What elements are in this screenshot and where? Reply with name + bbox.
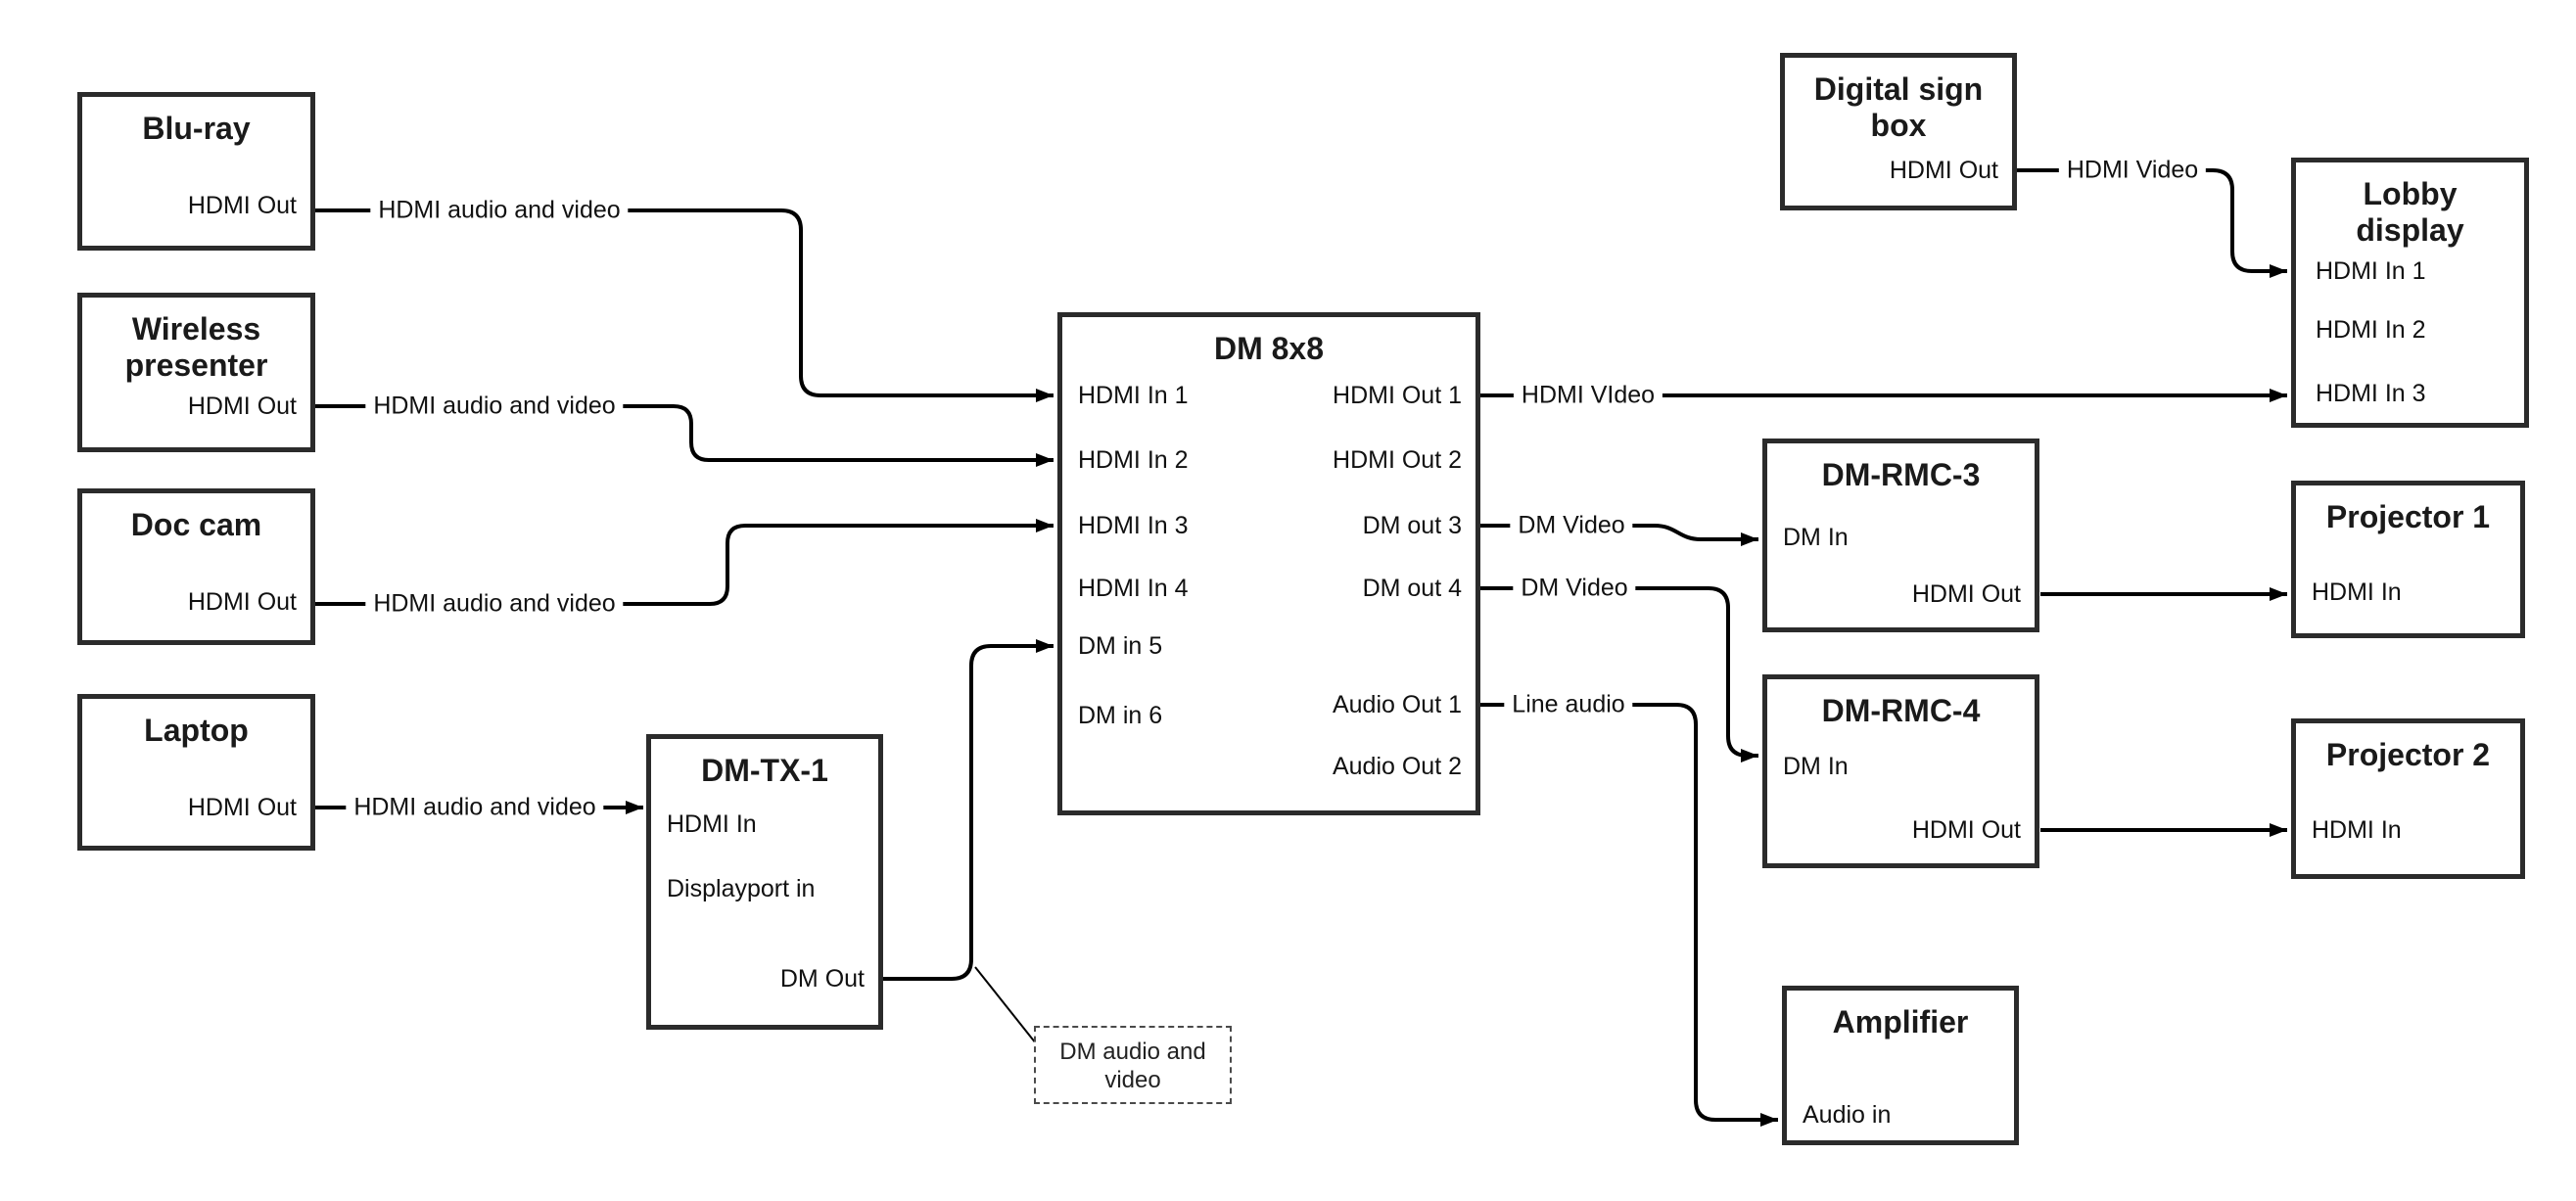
port-rmc3-hdmi-out: HDMI Out <box>1911 580 2021 608</box>
edge-label-dm-video-out3[interactable]: DM Video <box>1510 510 1633 541</box>
edge-doccam-to-dm8x8-in3[interactable] <box>315 519 1054 606</box>
node-projector-1[interactable]: Projector 1 HDMI In <box>2291 481 2525 638</box>
node-dm-rmc-4[interactable]: DM-RMC-4 DM In HDMI Out <box>1762 674 2039 868</box>
node-wireless-presenter[interactable]: Wireless presenter HDMI Out <box>77 293 315 452</box>
node-title: Lobby display <box>2356 176 2464 248</box>
edge-dmtx1-to-dm8x8-dmin5[interactable] <box>881 639 1054 981</box>
port-bluray-hdmi-out: HDMI Out <box>187 192 297 219</box>
node-title: Doc cam <box>130 507 262 542</box>
edge-bluray-to-dm8x8-in1[interactable] <box>315 208 1054 402</box>
port-laptop-hdmi-out: HDMI Out <box>187 794 297 821</box>
edge-wireless-to-dm8x8-in2[interactable] <box>315 404 1054 467</box>
node-title: Projector 2 <box>2325 737 2491 772</box>
node-lobby-display[interactable]: Lobby display HDMI In 1 HDMI In 2 HDMI I… <box>2291 158 2529 428</box>
node-title: DM 8x8 <box>1213 331 1325 366</box>
port-dm8x8-hdmi-in-3: HDMI In 3 <box>1078 512 1189 539</box>
port-dm8x8-hdmi-in-4: HDMI In 4 <box>1078 575 1189 602</box>
node-title: Laptop <box>144 713 249 748</box>
port-signbox-hdmi-out: HDMI Out <box>1889 157 1998 184</box>
note-leader-line <box>974 966 1037 1044</box>
port-amp-audio-in: Audio in <box>1803 1101 1892 1129</box>
port-dm8x8-hdmi-out-1: HDMI Out 1 <box>1333 382 1462 409</box>
node-laptop[interactable]: Laptop HDMI Out <box>77 694 315 851</box>
port-dm8x8-dm-in-6: DM in 6 <box>1078 702 1163 729</box>
edge-dm8x8-out3-to-rmc3[interactable] <box>1480 524 1758 546</box>
port-proj2-hdmi-in: HDMI In <box>2312 816 2402 844</box>
node-title: Digital sign box <box>1813 71 1984 143</box>
node-dm-tx-1[interactable]: DM-TX-1 HDMI In Displayport in DM Out <box>646 734 883 1030</box>
port-lobby-hdmi-in-1: HDMI In 1 <box>2316 257 2426 285</box>
node-title: Blu-ray <box>142 111 251 146</box>
node-title: Projector 1 <box>2325 499 2491 534</box>
port-rmc3-dm-in: DM In <box>1783 524 1849 551</box>
port-dm8x8-audio-out-1: Audio Out 1 <box>1332 691 1462 718</box>
edge-signbox-to-lobby-in1[interactable] <box>2017 168 2287 278</box>
node-title: Amplifier <box>1832 1004 1969 1039</box>
edge-dm8x8-out4-to-rmc4[interactable] <box>1480 586 1758 762</box>
node-digital-sign-box[interactable]: Digital sign box HDMI Out <box>1780 53 2017 210</box>
port-dm8x8-hdmi-out-2: HDMI Out 2 <box>1333 446 1462 474</box>
node-dm-8x8[interactable]: DM 8x8 HDMI In 1 HDMI In 2 HDMI In 3 HDM… <box>1057 312 1480 815</box>
port-lobby-hdmi-in-3: HDMI In 3 <box>2316 380 2426 407</box>
node-bluray[interactable]: Blu-ray HDMI Out <box>77 92 315 251</box>
port-lobby-hdmi-in-2: HDMI In 2 <box>2316 316 2426 344</box>
edge-label-hdmi-audio-video-doccam[interactable]: HDMI audio and video <box>365 588 624 620</box>
node-title: DM-TX-1 <box>701 753 828 788</box>
port-doccam-hdmi-out: HDMI Out <box>187 588 297 616</box>
edge-label-hdmi-audio-video-laptop[interactable]: HDMI audio and video <box>346 792 604 823</box>
port-rmc4-hdmi-out: HDMI Out <box>1911 816 2021 844</box>
note-text: DM audio and video <box>1059 1039 1206 1093</box>
port-wireless-hdmi-out: HDMI Out <box>187 393 297 420</box>
node-doc-cam[interactable]: Doc cam HDMI Out <box>77 488 315 645</box>
note-dm-audio-and-video[interactable]: DM audio and video <box>1034 1026 1232 1104</box>
port-dm8x8-hdmi-in-1: HDMI In 1 <box>1078 382 1189 409</box>
edge-label-line-audio[interactable]: Line audio <box>1504 689 1633 720</box>
edge-label-hdmi-audio-video-bluray[interactable]: HDMI audio and video <box>370 195 629 226</box>
node-title: DM-RMC-3 <box>1821 457 1981 492</box>
node-title: DM-RMC-4 <box>1821 693 1981 728</box>
port-dm8x8-audio-out-2: Audio Out 2 <box>1332 753 1462 780</box>
port-dm8x8-dm-out-3: DM out 3 <box>1362 512 1462 539</box>
node-dm-rmc-3[interactable]: DM-RMC-3 DM In HDMI Out <box>1762 439 2039 632</box>
node-title: Wireless presenter <box>124 311 268 383</box>
edge-label-hdmi-video-out1[interactable]: HDMI VIdeo <box>1513 380 1663 411</box>
port-dm8x8-dm-in-5: DM in 5 <box>1078 632 1163 660</box>
edge-label-dm-video-out4[interactable]: DM Video <box>1513 573 1636 604</box>
node-projector-2[interactable]: Projector 2 HDMI In <box>2291 718 2525 879</box>
port-dmtx1-displayport-in: Displayport in <box>667 875 816 902</box>
port-rmc4-dm-in: DM In <box>1783 753 1849 780</box>
port-dm8x8-hdmi-in-2: HDMI In 2 <box>1078 446 1189 474</box>
port-dm8x8-dm-out-4: DM out 4 <box>1362 575 1462 602</box>
port-proj1-hdmi-in: HDMI In <box>2312 578 2402 606</box>
node-amplifier[interactable]: Amplifier Audio in <box>1782 986 2019 1145</box>
port-dmtx1-hdmi-in: HDMI In <box>667 810 757 838</box>
port-dmtx1-dm-out: DM Out <box>779 965 865 993</box>
edge-label-hdmi-video-signbox[interactable]: HDMI Video <box>2058 155 2207 186</box>
edge-label-hdmi-audio-video-wireless[interactable]: HDMI audio and video <box>365 391 624 422</box>
edge-dm8x8-audio1-to-amp[interactable] <box>1480 703 1778 1127</box>
